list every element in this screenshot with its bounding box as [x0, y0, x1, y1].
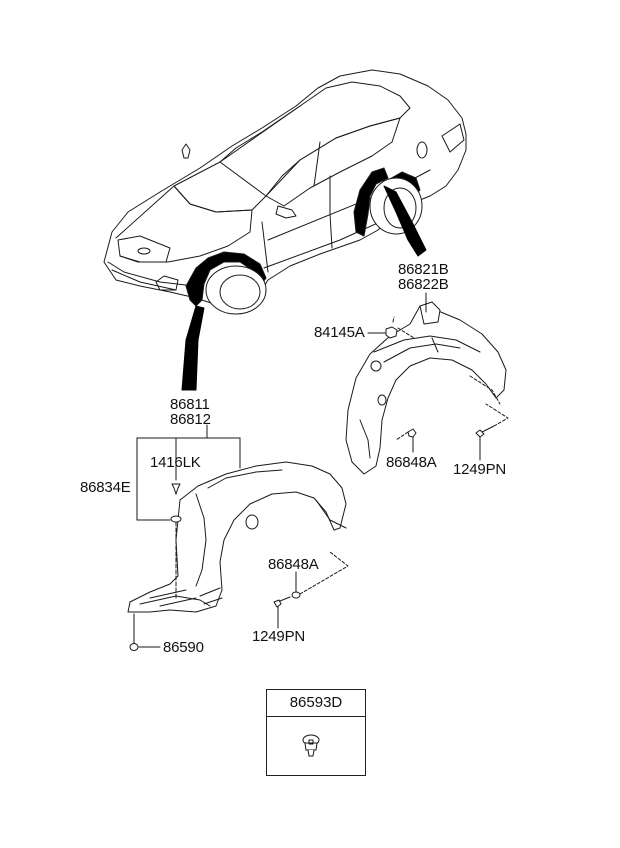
nut-84145A [385, 326, 398, 339]
bolt-1416LK [171, 483, 181, 495]
callout-86811[interactable]: 86811 [170, 396, 210, 413]
front-pointer-arrow [181, 305, 205, 391]
clip-86590 [129, 643, 139, 651]
callout-86834E[interactable]: 86834E [80, 479, 131, 496]
callout-86821B[interactable]: 86821B [398, 261, 449, 278]
callout-86848A-front[interactable]: 86848A [268, 556, 319, 573]
rear-pointer-arrow [383, 185, 427, 257]
front-wheel-guard [127, 461, 347, 613]
callout-1249PN-front[interactable]: 1249PN [252, 628, 306, 645]
clip-86848A-front [291, 591, 301, 599]
screw-1249PN-front [273, 596, 291, 608]
rear-wheel-guard [345, 301, 507, 475]
callout-86812[interactable]: 86812 [170, 411, 211, 428]
clip-86848A-rear [407, 428, 417, 438]
push-clip-icon [302, 734, 320, 757]
callout-1416LK[interactable]: 1416LK [150, 454, 201, 471]
callout-86848A-rear[interactable]: 86848A [386, 454, 437, 471]
retainer-86834E [170, 515, 182, 523]
callout-84145A[interactable]: 84145A [314, 324, 365, 341]
callout-86590[interactable]: 86590 [163, 639, 204, 656]
screw-1249PN-rear [475, 425, 495, 438]
callout-1249PN-rear[interactable]: 1249PN [453, 461, 507, 478]
callout-86593D[interactable]: 86593D [267, 690, 365, 717]
car-illustration [103, 69, 467, 315]
callout-86822B[interactable]: 86822B [398, 276, 449, 293]
kit-box: 86593D [266, 689, 366, 776]
